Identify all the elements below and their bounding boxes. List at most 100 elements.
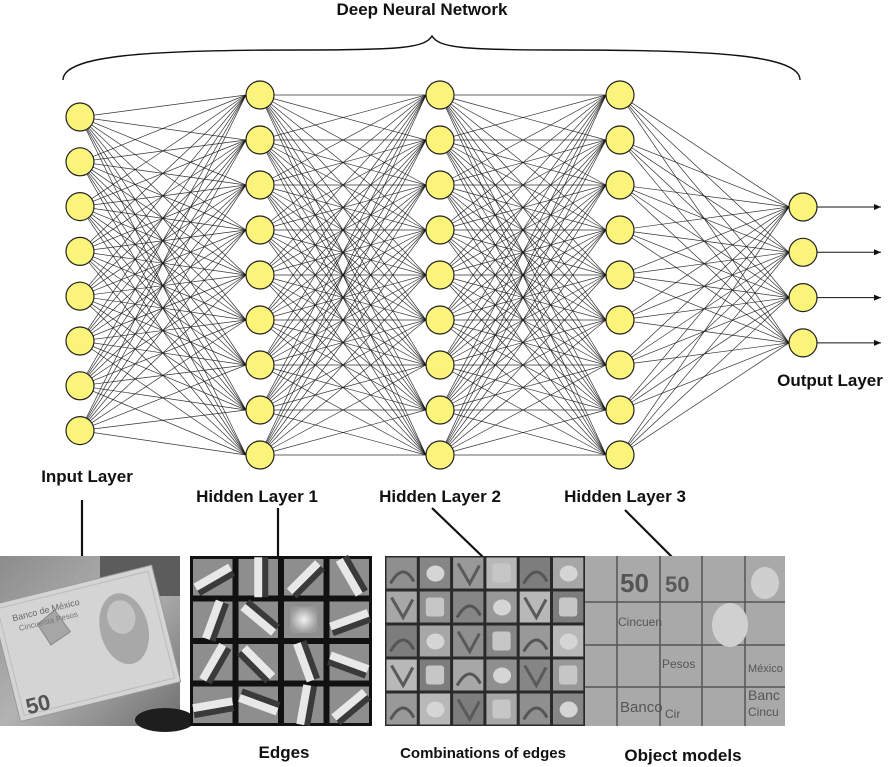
connection-line bbox=[259, 94, 427, 276]
connection-line bbox=[259, 274, 427, 456]
neuron-layer-1-node-6 bbox=[245, 350, 275, 380]
edge-combination-28 bbox=[519, 693, 550, 725]
connection-line bbox=[259, 94, 427, 141]
connection-line bbox=[439, 229, 607, 456]
connection-line bbox=[79, 319, 247, 431]
object-text-50b: 50 bbox=[665, 572, 689, 597]
edges-caption: Edges bbox=[258, 743, 309, 762]
connection-line bbox=[79, 94, 247, 163]
edge-combination-27 bbox=[486, 693, 517, 725]
banknote-value: 50 bbox=[23, 689, 53, 719]
connection-line bbox=[439, 364, 607, 456]
connection-line bbox=[79, 94, 247, 431]
object-text-cir: Cir bbox=[665, 707, 680, 721]
connection-line bbox=[79, 94, 247, 118]
connection-line bbox=[619, 206, 790, 276]
edge-combination-14 bbox=[453, 625, 484, 657]
connection-line bbox=[79, 430, 247, 456]
object-text-cincu: Cincu bbox=[748, 705, 779, 719]
edge-filter-13 bbox=[238, 686, 281, 723]
edge-combination-26 bbox=[453, 693, 484, 725]
neuron-layer-4-node-1 bbox=[788, 237, 818, 267]
connection-line bbox=[439, 94, 607, 411]
connection-line bbox=[79, 94, 247, 342]
neuron-layer-1-node-0 bbox=[245, 80, 275, 110]
input-photo-panel: Banco de México Cincuenta Pesos 50 bbox=[0, 556, 195, 732]
edge-combination-4 bbox=[519, 557, 550, 589]
connection-line bbox=[439, 139, 607, 456]
edge-combination-15 bbox=[486, 625, 517, 657]
neuron-layer-2-node-1 bbox=[425, 125, 455, 155]
neuron-layer-4-node-0 bbox=[788, 192, 818, 222]
connection-line bbox=[259, 364, 427, 456]
edge-combination-8 bbox=[453, 591, 484, 623]
neuron-layer-0-node-7 bbox=[65, 416, 95, 446]
banknote: Banco de México Cincuenta Pesos 50 bbox=[0, 564, 182, 723]
connection-line bbox=[259, 409, 427, 456]
neuron-layer-4-node-3 bbox=[788, 328, 818, 358]
edge-combination-25 bbox=[419, 693, 451, 725]
connection-line bbox=[79, 94, 247, 207]
edge-combination-7 bbox=[419, 591, 451, 623]
connection-line bbox=[79, 274, 247, 431]
connection-line bbox=[439, 94, 607, 231]
connection-line bbox=[619, 94, 790, 208]
connection-line bbox=[619, 206, 790, 456]
combinations-panel bbox=[385, 556, 585, 726]
edge-combination-3 bbox=[486, 557, 517, 589]
edge-combination-18 bbox=[386, 659, 417, 691]
neuron-layer-3-node-2 bbox=[605, 170, 635, 200]
connection-line bbox=[439, 94, 607, 276]
edge-filter-7 bbox=[329, 601, 372, 638]
edge-combination-16 bbox=[519, 625, 550, 657]
edge-filter-9 bbox=[237, 644, 278, 684]
connection-line bbox=[79, 364, 247, 431]
neuron-layer-1-node-7 bbox=[245, 395, 275, 425]
connection-line bbox=[619, 206, 790, 411]
connection-line bbox=[619, 184, 790, 208]
connection-line bbox=[79, 184, 247, 431]
edge-filter-10 bbox=[284, 640, 324, 683]
connection-line bbox=[79, 94, 247, 386]
connection-line bbox=[619, 206, 790, 231]
neuron-layer-2-node-6 bbox=[425, 350, 455, 380]
neuron-layer-1-node-8 bbox=[245, 440, 275, 470]
connection-line bbox=[619, 206, 790, 366]
edge-filter-8 bbox=[193, 642, 233, 685]
network-brace bbox=[62, 34, 801, 81]
edges-panel bbox=[190, 554, 372, 727]
neuron-layer-3-node-3 bbox=[605, 215, 635, 245]
edge-combination-9 bbox=[486, 591, 517, 623]
edge-filter-0 bbox=[193, 559, 236, 596]
edge-filter-6 bbox=[284, 601, 324, 638]
edge-combination-13 bbox=[419, 625, 451, 657]
connection-line bbox=[259, 94, 427, 321]
edge-filter-1 bbox=[238, 557, 278, 598]
output-arrows bbox=[817, 204, 881, 346]
connection-line bbox=[79, 139, 247, 431]
connection-line bbox=[619, 252, 790, 456]
combinations-pointer bbox=[431, 507, 485, 559]
neuron-layer-2-node-0 bbox=[425, 80, 455, 110]
neuron-layer-1-node-2 bbox=[245, 170, 275, 200]
neuron-layer-1-node-5 bbox=[245, 305, 275, 335]
edge-combination-2 bbox=[453, 557, 484, 589]
edge-combination-29 bbox=[553, 693, 584, 725]
connection-line bbox=[259, 94, 427, 366]
connection-line bbox=[439, 274, 607, 456]
connection-line bbox=[439, 94, 607, 141]
edge-filter-4 bbox=[193, 599, 233, 642]
connection-line bbox=[79, 229, 247, 431]
edge-filter-14 bbox=[284, 684, 324, 727]
connection-line bbox=[619, 206, 790, 321]
neuron-layer-0-node-3 bbox=[65, 236, 95, 266]
connection-line bbox=[79, 94, 247, 297]
neuron-layer-3-node-4 bbox=[605, 260, 635, 290]
network-title: Deep Neural Network bbox=[337, 0, 509, 19]
connection-line bbox=[259, 94, 427, 456]
connection-line bbox=[439, 184, 607, 456]
edge-filter-11 bbox=[327, 644, 370, 681]
edge-combination-21 bbox=[486, 659, 517, 691]
connection-line bbox=[259, 319, 427, 456]
